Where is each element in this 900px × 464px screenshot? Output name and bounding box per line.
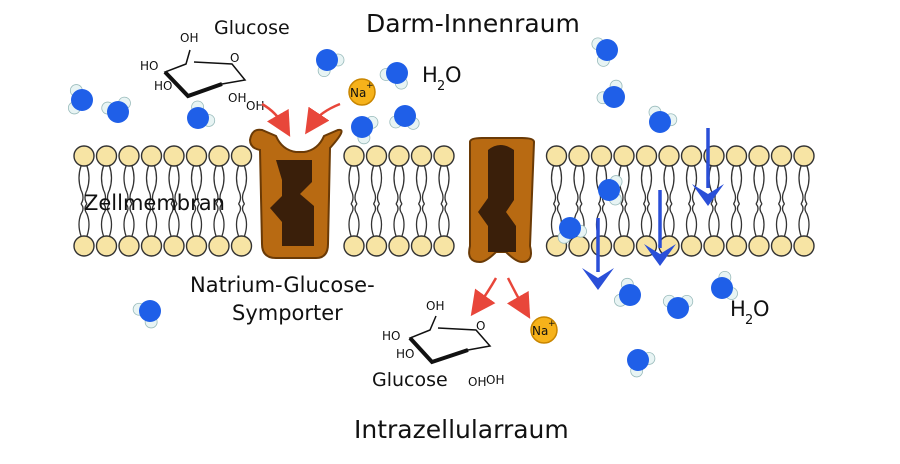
lipid-pair	[185, 145, 208, 257]
flow-arrow	[644, 190, 676, 266]
water-top-o: O	[445, 63, 462, 87]
lipid-pair	[73, 145, 95, 257]
water-molecules	[67, 37, 738, 378]
flow-arrow	[582, 218, 614, 290]
glucose-top-ho1: HO	[140, 59, 158, 73]
water-molecule	[379, 62, 408, 90]
water-molecule	[648, 105, 678, 133]
glucose-top-o: O	[230, 51, 239, 65]
glucose-bottom-label: Glucose	[372, 369, 448, 391]
water-molecule	[627, 349, 656, 378]
glucose-bottom-o: O	[476, 319, 485, 333]
water-label-top: H 2 O	[422, 63, 462, 94]
symporter-label-line1: Natrium-Glucose-	[190, 273, 375, 297]
water-molecule	[316, 49, 345, 78]
lipid-pair	[388, 145, 410, 257]
water-molecule	[596, 79, 625, 108]
lipid-pair	[208, 145, 230, 257]
water-molecule	[101, 96, 131, 123]
glucose-bottom-oh3: OH	[486, 373, 504, 387]
red-flow-arrows	[261, 102, 531, 319]
glucose-molecule-bottom: Glucose OH HO HO O OH OH	[372, 299, 504, 391]
water-molecule	[67, 84, 93, 115]
symporter-protein	[248, 128, 343, 259]
lipid-pair	[770, 145, 793, 257]
glucose-bottom-oh2: OH	[468, 375, 486, 389]
lipid-pair	[118, 145, 140, 257]
lipid-pair	[230, 145, 253, 257]
lipid-pair	[545, 145, 568, 257]
sodium-top-charge: +	[366, 81, 374, 91]
glucose-top-ho2: HO	[154, 79, 172, 93]
water-molecule	[132, 300, 161, 329]
flow-arrow	[692, 128, 724, 206]
sodium-ion-top: Na +	[348, 78, 376, 106]
lipid-pair	[613, 145, 635, 257]
lipid-pair	[568, 145, 590, 257]
glucose-bottom-oh1: OH	[426, 299, 444, 313]
water-top-h: H	[422, 63, 438, 87]
sodium-bottom-symbol: Na	[532, 324, 548, 338]
sodium-ion-bottom: Na +	[530, 316, 558, 344]
lipid-pair	[725, 145, 748, 257]
water-bottom-h: H	[730, 297, 746, 321]
lipid-pair	[343, 145, 365, 257]
glucose-bottom-ho1: HO	[382, 329, 400, 343]
water-molecule	[613, 277, 641, 307]
lipid-pair	[140, 145, 163, 257]
lipid-pair	[433, 145, 455, 257]
water-molecule	[591, 37, 618, 67]
transport-protein	[468, 137, 536, 264]
water-molecule	[662, 294, 694, 319]
water-molecule	[187, 100, 216, 129]
glucose-top-oh1: OH	[180, 31, 198, 45]
lipid-pair	[163, 145, 185, 257]
blue-flow-arrows	[582, 128, 724, 290]
symporter-label-line2: Symporter	[232, 301, 343, 325]
glucose-top-label: Glucose	[214, 17, 290, 39]
glucose-top-oh2: OH	[228, 91, 246, 105]
water-molecule	[711, 270, 738, 300]
water-bottom-sub: 2	[745, 313, 753, 328]
glucose-top-oh3: OH	[246, 99, 264, 113]
water-molecule	[351, 115, 379, 145]
glucose-bottom-ho2: HO	[396, 347, 414, 361]
lipid-pair	[680, 145, 703, 257]
lipid-pair	[658, 145, 680, 257]
sodium-top-symbol: Na	[350, 86, 366, 100]
intracellular-label: Intrazellularraum	[354, 415, 569, 444]
water-top-sub: 2	[437, 79, 445, 94]
glucose-molecule-top: Glucose OH HO HO O OH OH	[140, 17, 290, 113]
water-molecule	[598, 175, 623, 206]
sodium-bottom-charge: +	[548, 319, 556, 329]
water-label-bottom: H 2 O	[730, 297, 770, 328]
lipid-pair	[635, 145, 658, 257]
lipid-pair	[95, 145, 118, 257]
water-bottom-o: O	[753, 297, 770, 321]
lipid-pair	[590, 145, 613, 257]
lipid-bilayer	[73, 145, 815, 257]
membrane-label: Zellmembran	[84, 191, 225, 215]
lipid-pair	[410, 145, 433, 257]
water-molecule	[557, 217, 587, 244]
lipid-pair	[748, 145, 770, 257]
lipid-pair	[365, 145, 388, 257]
lumen-label: Darm-Innenraum	[366, 9, 580, 38]
water-molecule	[389, 105, 420, 130]
lipid-pair	[793, 145, 815, 257]
